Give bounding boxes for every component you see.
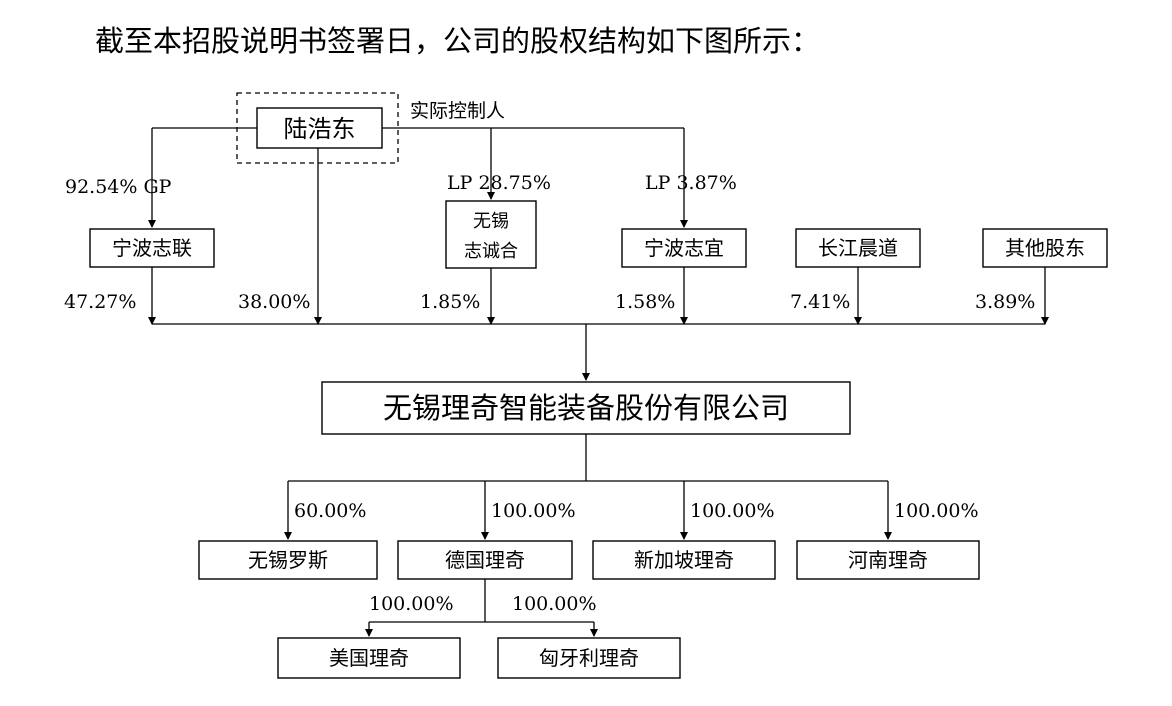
label-zhiyi-to-co: 1.58% <box>615 291 675 313</box>
node-wuxi-zhichenghe-label-1: 无锡 <box>473 211 509 232</box>
label-co-to-singapore: 100.00% <box>690 500 775 522</box>
label-zhiyi-from-lu: LP 3.87% <box>645 172 737 194</box>
label-deguo-to-usa: 100.00% <box>369 593 454 615</box>
label-zhichenghe-to-co: 1.85% <box>420 291 480 313</box>
node-wuxi-zhichenghe-label-2: 志诚合 <box>464 241 518 262</box>
node-ningbo-zhilian-label: 宁波志联 <box>112 236 192 260</box>
node-company-label: 无锡理奇智能装备股份有限公司 <box>383 391 789 425</box>
node-luhaodong-label: 陆浩东 <box>284 115 356 143</box>
node-singapore-liqi-label: 新加坡理奇 <box>634 548 734 572</box>
node-usa-liqi <box>277 637 461 679</box>
label-others-to-co: 3.89% <box>975 291 1035 313</box>
node-luhaodong <box>256 107 383 149</box>
page-heading: 截至本招股说明书签署日，公司的股权结构如下图所示： <box>95 24 821 58</box>
label-zhichenghe-from-lu: LP 28.75% <box>447 172 551 194</box>
node-deguo-liqi-label: 德国理奇 <box>445 548 525 572</box>
node-other-shareholders-label: 其他股东 <box>1005 236 1085 260</box>
controller-label: 实际控制人 <box>410 100 505 122</box>
node-ningbo-zhiyi <box>621 228 747 268</box>
label-deguo-to-hungary: 100.00% <box>512 593 597 615</box>
node-henan-liqi <box>796 540 980 580</box>
label-co-to-luosi: 60.00% <box>294 500 366 522</box>
label-co-to-deguo: 100.00% <box>491 500 576 522</box>
label-zhilian-to-co: 47.27% <box>64 291 136 313</box>
node-changjiang-chendao-label: 长江晨道 <box>818 236 898 260</box>
node-wuxi-luosi-label: 无锡罗斯 <box>248 548 328 572</box>
node-ningbo-zhilian <box>89 228 215 268</box>
label-changjiang-to-co: 7.41% <box>790 291 850 313</box>
node-henan-liqi-label: 河南理奇 <box>848 548 928 572</box>
node-hungary-liqi-label: 匈牙利理奇 <box>539 646 639 670</box>
label-co-to-henan: 100.00% <box>894 500 979 522</box>
node-hungary-liqi <box>497 637 681 679</box>
label-zhilian-from-lu: 92.54% GP <box>65 176 172 198</box>
node-usa-liqi-label: 美国理奇 <box>329 646 409 670</box>
node-company <box>321 381 851 435</box>
node-changjiang-chendao <box>795 228 921 268</box>
node-singapore-liqi <box>592 540 776 580</box>
label-lu-to-co: 38.00% <box>238 291 310 313</box>
node-ningbo-zhiyi-label: 宁波志宜 <box>644 236 724 260</box>
node-other-shareholders <box>982 228 1108 268</box>
node-deguo-liqi <box>397 540 573 580</box>
node-wuxi-luosi <box>198 540 378 580</box>
node-wuxi-zhichenghe <box>445 200 537 269</box>
